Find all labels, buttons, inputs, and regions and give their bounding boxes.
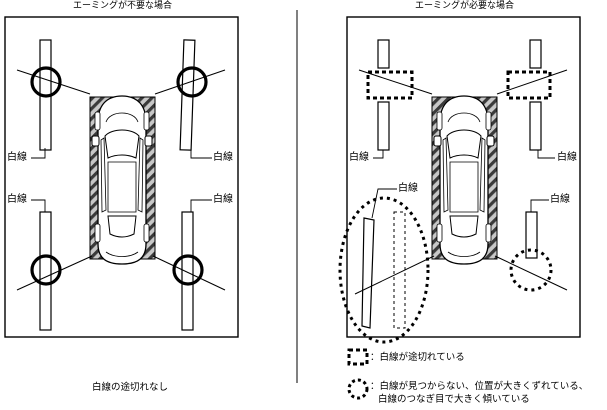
left-panel-caption: 白線の途切れなし (92, 382, 169, 393)
left-ok-circles (30, 66, 208, 286)
right-white-lines (377, 39, 542, 259)
left-label-bottom-right: 白線 (213, 194, 233, 206)
legend-square-text: ：白線が途切れている (370, 352, 465, 363)
left-label-bottom-left: 白線 (7, 194, 27, 206)
right-label-top-left: 白線 (349, 152, 369, 164)
left-detection-lines (16, 69, 226, 291)
right-tilted-line (361, 217, 375, 329)
right-problem-circles (338, 196, 553, 344)
right-panel-frame (346, 16, 581, 338)
left-label-top-right: 白線 (213, 152, 233, 164)
right-car (433, 95, 495, 265)
legend-circle-icon (347, 378, 369, 400)
right-label-bottom-right: 白線 (550, 194, 570, 206)
left-panel-frame (4, 16, 239, 338)
right-detection-lines (354, 69, 568, 295)
left-panel (4, 16, 239, 338)
right-label-top-right: 白線 (557, 152, 577, 164)
left-label-top-left: 白線 (7, 152, 27, 164)
right-interrupted-squares (366, 70, 552, 100)
right-label-tilted: 白線 (398, 183, 418, 195)
left-panel-title: エーミングが不要な場合 (73, 1, 173, 11)
legend-circle-text-1: ：白線が見つからない、位置が大きくずれている、 (370, 381, 589, 392)
right-expected-line (393, 211, 406, 329)
right-panel (338, 16, 581, 344)
legend-square-icon (347, 348, 369, 366)
right-panel-title: エーミングが必要な場合 (415, 1, 515, 11)
left-car (91, 95, 153, 265)
legend-circle-text-2: 白線のつなぎ目で大きく傾いている (378, 394, 530, 405)
